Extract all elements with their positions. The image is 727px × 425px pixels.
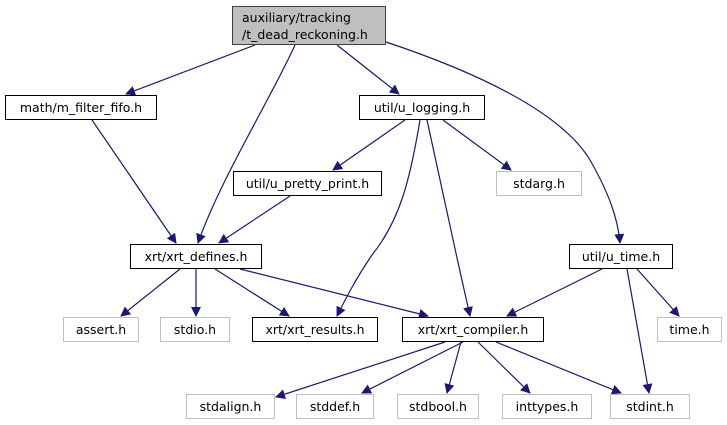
node-stdbool: stdbool.h <box>397 394 479 419</box>
edge-u-logging-to-stdarg <box>442 119 512 171</box>
node-stdint: stdint.h <box>610 394 690 419</box>
edge-u-time-to-xrt-compiler <box>506 268 603 317</box>
edge-xrt-compiler-to-stdalign <box>275 341 446 399</box>
edge-u-logging-to-xrt-compiler <box>426 119 473 317</box>
node-stdalign: stdalign.h <box>186 394 275 419</box>
edge-u-time-to-time <box>636 268 680 317</box>
node-label-line-1: auxiliary/tracking <box>242 9 351 25</box>
node-xrt-results[interactable]: xrt/xrt_results.h <box>252 317 378 342</box>
edge-u-logging-to-u-pretty-print <box>332 119 406 171</box>
edge-xrt-defines-to-xrt-compiler <box>239 268 429 319</box>
node-stdio: stdio.h <box>160 317 230 342</box>
node-m-filter-fifo[interactable]: math/m_filter_fifo.h <box>5 95 157 120</box>
node-inttypes: inttypes.h <box>502 394 592 419</box>
node-root-t-dead-reckoning: auxiliary/tracking /t_dead_reckoning.h <box>232 6 386 45</box>
edge-u-pretty-print-to-xrt-defines <box>218 195 291 244</box>
node-u-time[interactable]: util/u_time.h <box>569 244 673 269</box>
edge-root-to-u-logging <box>336 44 400 95</box>
edge-u-logging-to-xrt-results <box>336 119 421 317</box>
node-time: time.h <box>657 317 722 342</box>
edge-xrt-compiler-to-inttypes <box>477 341 531 394</box>
edge-xrt-compiler-to-stdint <box>495 341 622 395</box>
node-u-pretty-print[interactable]: util/u_pretty_print.h <box>233 171 382 196</box>
node-xrt-defines[interactable]: xrt/xrt_defines.h <box>130 244 262 269</box>
node-stddef: stddef.h <box>296 394 374 419</box>
node-label-line-2: /t_dead_reckoning.h <box>242 26 368 42</box>
edge-root-to-m-filter-fifo <box>125 44 256 96</box>
edge-root-to-xrt-defines <box>196 44 296 244</box>
edge-xrt-compiler-to-stdbool <box>444 341 462 394</box>
node-stdarg: stdarg.h <box>496 171 582 196</box>
edge-root-to-u-time <box>385 41 625 244</box>
node-u-logging[interactable]: util/u_logging.h <box>359 95 485 120</box>
node-assert: assert.h <box>63 317 139 342</box>
edge-xrt-compiler-to-stddef <box>361 341 464 394</box>
edge-m-filter-fifo-to-xrt-defines <box>91 119 177 244</box>
node-xrt-compiler[interactable]: xrt/xrt_compiler.h <box>402 317 544 342</box>
edge-xrt-defines-to-xrt-results <box>214 268 290 317</box>
edge-xrt-defines-to-assert <box>120 268 181 317</box>
edge-u-time-to-stdint <box>626 268 653 394</box>
